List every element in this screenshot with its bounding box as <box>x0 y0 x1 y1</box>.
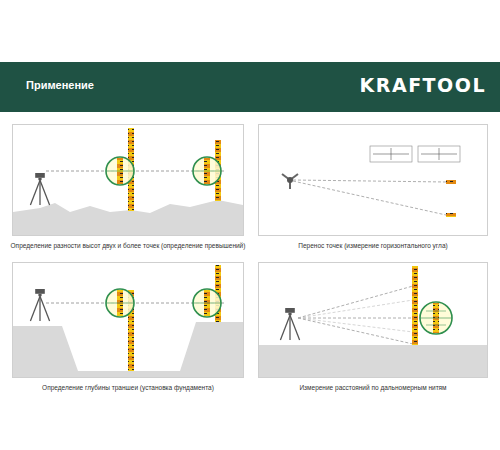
application-panel: Перенос точек (измерение горизонтального… <box>258 124 488 236</box>
art-circle <box>287 177 293 183</box>
art-line <box>439 148 440 160</box>
art-rect <box>446 213 456 217</box>
art-line <box>293 180 446 182</box>
application-panel: Определение глубины траншеи (установка ф… <box>12 262 244 378</box>
panel-height-difference <box>13 128 243 235</box>
panel-caption: Перенос точек (измерение горизонтального… <box>255 242 491 250</box>
application-panel: Определение разности высот двух и более … <box>12 124 244 236</box>
application-panel: Измерение расстояний по дальномерным нит… <box>258 262 488 378</box>
art-rect <box>418 146 460 162</box>
art-line <box>298 286 413 318</box>
art-line <box>298 318 413 344</box>
art-rect <box>412 266 418 345</box>
art-use <box>30 289 49 321</box>
art-use <box>280 308 299 340</box>
art-circle <box>420 302 452 334</box>
art-circle <box>106 157 134 185</box>
art-circle <box>193 289 221 317</box>
art-rect <box>446 180 456 184</box>
art-line <box>293 181 446 215</box>
art-line <box>298 318 413 319</box>
page-title: Применение <box>26 79 94 91</box>
panel-caption: Определение разности высот двух и более … <box>9 242 247 250</box>
art-line <box>391 148 392 160</box>
art-line <box>298 300 413 318</box>
panel-caption: Определение глубины траншеи (установка ф… <box>9 384 247 392</box>
panel-trench <box>13 265 243 378</box>
art-line <box>426 311 446 312</box>
art-line <box>420 318 452 319</box>
panel-distance <box>259 266 487 377</box>
art-use <box>30 173 49 205</box>
art-line <box>106 171 134 172</box>
art-circle <box>106 289 134 317</box>
brand-logo: KRAFTOOL <box>360 74 486 96</box>
art-rect <box>370 146 412 162</box>
art-line <box>426 325 446 326</box>
art-circle <box>193 157 221 185</box>
art-line <box>193 171 221 172</box>
panel-angle <box>282 146 460 217</box>
header-band <box>0 62 500 112</box>
panel-caption: Измерение расстояний по дальномерным нит… <box>255 384 491 392</box>
art-line <box>193 303 221 304</box>
art-rect <box>259 345 487 377</box>
art-line <box>298 318 413 332</box>
art-line <box>106 303 134 304</box>
